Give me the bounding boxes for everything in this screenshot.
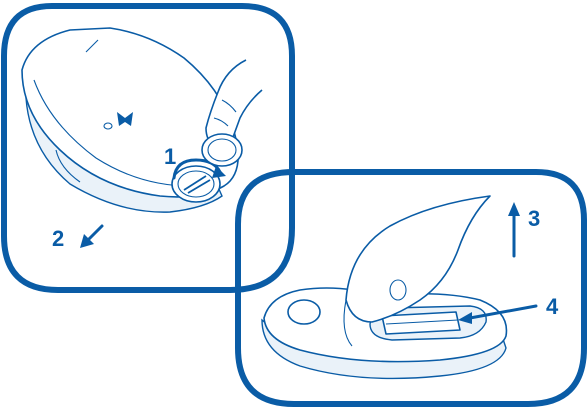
step-2-label: 2 (52, 226, 64, 251)
step-1-label: 1 (164, 144, 176, 169)
step-3-label: 3 (528, 206, 540, 231)
button-left (288, 300, 320, 324)
mouse-bottom-view (22, 28, 238, 212)
hand (206, 60, 262, 147)
step-2-arrow (88, 226, 102, 240)
step-4-label: 4 (546, 294, 559, 319)
lock-knob (172, 166, 220, 202)
step-3-arrow-head (508, 202, 520, 216)
panel-unlock-cover: 1 2 (4, 6, 292, 290)
hand-with-coin (202, 60, 262, 166)
mouse-open-view (262, 196, 506, 378)
